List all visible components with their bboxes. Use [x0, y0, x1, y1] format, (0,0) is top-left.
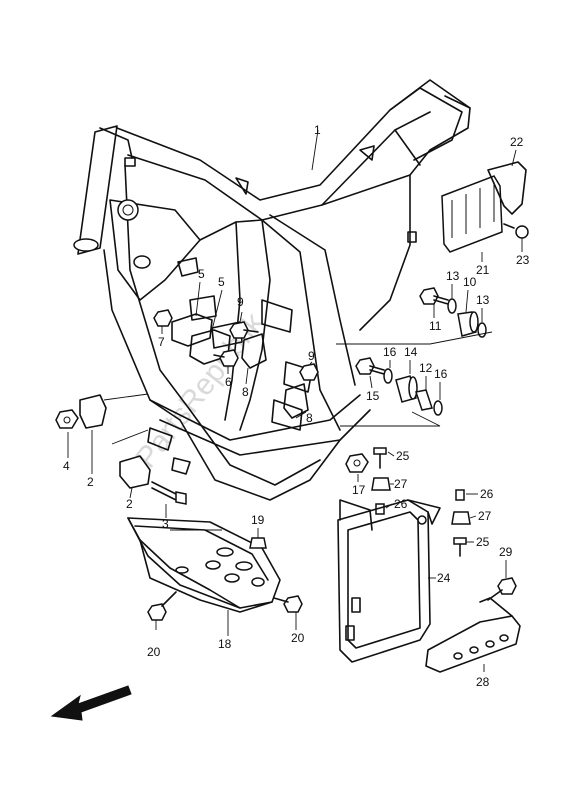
callout-20-left: 20	[147, 645, 161, 659]
callout-24: 24	[437, 571, 451, 585]
bolt-11	[419, 287, 449, 305]
callout-10: 10	[463, 275, 477, 289]
callout-26-left: 26	[394, 497, 408, 511]
bracket-22	[487, 161, 527, 215]
bolt-6	[213, 349, 239, 367]
bolt-20-right	[273, 595, 303, 613]
nut-4	[55, 409, 79, 429]
callout-9-a: 9	[237, 295, 244, 309]
callout-19: 19	[251, 513, 265, 527]
bracket-28	[425, 597, 521, 673]
callout-4: 4	[63, 459, 70, 473]
washer-13-a	[447, 298, 457, 314]
bolt-9-upper	[229, 321, 259, 339]
front-direction-arrow-icon	[50, 685, 132, 721]
callout-8-b: 8	[306, 411, 313, 425]
callout-5-b: 5	[218, 275, 225, 289]
bracket-8-b	[283, 383, 309, 419]
cushion-27-lower	[451, 511, 471, 525]
callout-labels: 1 2 2 3 4 5 5 6 7 8 8 9 9 10 11 12 13 13…	[63, 123, 530, 689]
callout-21: 21	[476, 263, 490, 277]
callout-27-lower: 27	[478, 509, 492, 523]
leader-lines	[67, 129, 523, 672]
bushing-10	[457, 311, 479, 337]
callout-1: 1	[314, 123, 321, 137]
nut-7	[153, 309, 173, 327]
callout-13-a: 13	[446, 269, 460, 283]
callout-22: 22	[510, 135, 524, 149]
callout-26-right: 26	[480, 487, 494, 501]
callout-29: 29	[499, 545, 513, 559]
screw-23	[503, 223, 529, 239]
bolt-25-upper	[373, 447, 387, 469]
skid-plate-18	[127, 517, 281, 613]
callout-25-upper: 25	[396, 449, 410, 463]
callout-2-left: 2	[87, 475, 94, 489]
callout-18: 18	[218, 637, 232, 651]
callout-16-a: 16	[383, 345, 397, 359]
callout-27-upper: 27	[394, 477, 408, 491]
callout-16-b: 16	[434, 367, 448, 381]
bolt-15	[355, 357, 385, 375]
bolt-9-lower	[299, 363, 319, 381]
callout-5-a: 5	[198, 267, 205, 281]
reflector-21	[441, 175, 503, 253]
bolt-25-lower	[453, 537, 467, 557]
bolt-20-left	[147, 591, 177, 621]
bracket-2-lower	[119, 455, 151, 489]
bushing-14	[395, 375, 418, 403]
washer-16-b	[433, 400, 443, 416]
collar-26-left	[375, 503, 385, 515]
callout-7: 7	[158, 335, 165, 349]
callout-17: 17	[352, 483, 366, 497]
bracket-2-left	[79, 394, 107, 429]
bolt-3	[151, 481, 187, 505]
callout-2-lower: 2	[126, 497, 133, 511]
collar-12	[415, 389, 433, 411]
callout-8-a: 8	[242, 385, 249, 399]
callout-20-right: 20	[291, 631, 305, 645]
collar-26-right	[455, 489, 465, 501]
washer-16-a	[383, 368, 393, 384]
callout-14: 14	[404, 345, 418, 359]
callout-13-b: 13	[476, 293, 490, 307]
callout-28: 28	[476, 675, 490, 689]
box-24	[337, 499, 441, 663]
callout-11: 11	[429, 319, 442, 333]
nut-17	[345, 453, 369, 473]
callout-3: 3	[162, 517, 169, 531]
callout-9-b: 9	[308, 349, 315, 363]
bracket-8-a	[241, 333, 267, 369]
callout-23: 23	[516, 253, 530, 267]
rubber-19	[249, 537, 267, 549]
callout-12: 12	[419, 361, 433, 375]
cushion-27-upper	[371, 477, 391, 491]
main-frame	[73, 79, 471, 501]
callout-6: 6	[225, 375, 232, 389]
callout-15: 15	[366, 389, 380, 403]
bolt-29	[487, 577, 517, 601]
callout-25-lower: 25	[476, 535, 490, 549]
